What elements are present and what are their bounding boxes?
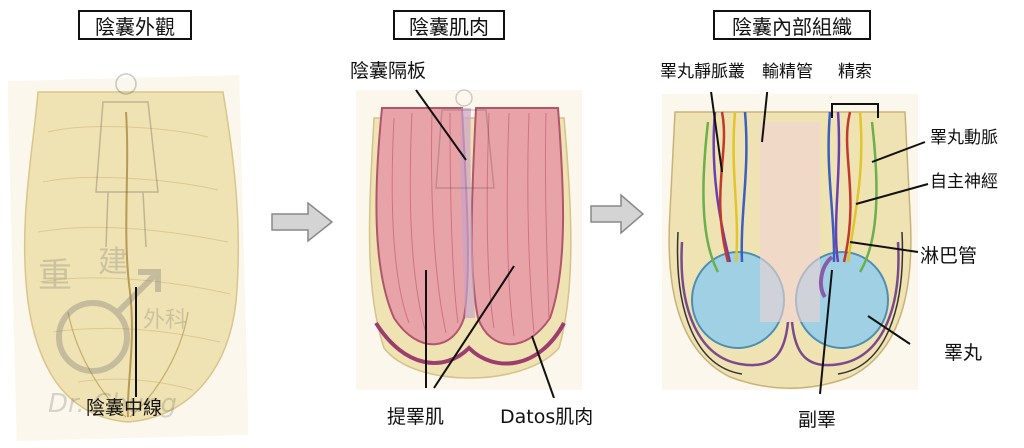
svg-text:外科: 外科 (143, 308, 187, 333)
septum (460, 107, 475, 319)
muscle-illustration (356, 89, 582, 398)
svg-text:建: 建 (98, 245, 128, 280)
label-testicular-artery: 睪丸動脈 (930, 128, 998, 148)
svg-text:Dr. Chung: Dr. Chung (48, 389, 177, 419)
label-pampiniform: 睪丸靜脈叢 (660, 62, 745, 82)
median-raphe-line (125, 111, 133, 418)
label-vas-deferens: 輸精管 (762, 62, 813, 82)
svg-text:重: 重 (38, 256, 72, 296)
exterior-illustration: 重 建 外科 Dr. Chung (8, 73, 248, 441)
right-muscle-sac (470, 107, 565, 346)
arrow-1 (271, 201, 334, 243)
pointer-testicular-artery (871, 141, 926, 163)
muscle-title: 陰囊肌肉 (393, 10, 505, 40)
label-septum: 陰囊隔板 (350, 60, 427, 82)
arrow-2 (590, 193, 645, 235)
pointer-testis (867, 315, 911, 345)
label-lymphatic: 淋巴管 (920, 245, 978, 267)
label-dartos: Datos肌肉 (500, 406, 594, 428)
label-spermatic-cord: 精索 (838, 62, 872, 82)
pointer-lymphatic (849, 241, 919, 253)
scrotum-skin (23, 91, 240, 423)
pointer-septum (415, 89, 467, 161)
label-autonomic-nerve: 自主神經 (930, 172, 998, 192)
label-epididymis: 副睪 (798, 409, 837, 431)
exterior-title: 陰囊外觀 (78, 10, 192, 40)
internal-title: 陰囊內部組織 (713, 10, 871, 40)
pointer-dartos (531, 335, 555, 398)
internal-illustration (662, 92, 929, 394)
spermatic-cord-bracket (831, 103, 879, 118)
pointer-vas (761, 92, 769, 143)
pointer-cremaster-2 (433, 265, 515, 389)
pointer-epididymis (819, 269, 833, 394)
label-testis: 睪丸 (944, 342, 983, 364)
label-median-raphe: 陰囊中線 (86, 397, 163, 419)
label-cremaster: 提睪肌 (387, 406, 445, 428)
pointer-pampiniform (710, 92, 723, 173)
pointer-nerve (855, 183, 929, 205)
